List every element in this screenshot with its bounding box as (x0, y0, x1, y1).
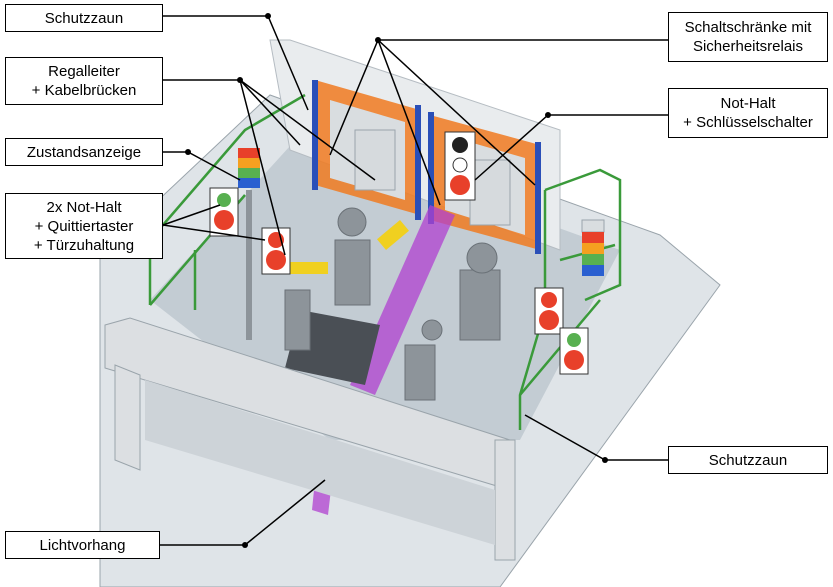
callout-text: 2x Not-Halt (46, 198, 122, 216)
callout-regalleiter: Regalleiter + Kabelbrücken (5, 57, 163, 105)
callout-text: Schutzzaun (708, 451, 788, 469)
callout-text: Not-Halt (720, 95, 776, 112)
control-cabinet (469, 159, 511, 226)
front-beam-left (114, 364, 141, 471)
estop-panel-right-a (534, 287, 564, 335)
callout-text: Schaltschränke mit (684, 19, 812, 36)
stack-light-left (238, 148, 260, 340)
control-cabinet (354, 129, 396, 191)
estop-panel-left-a (209, 187, 239, 237)
callout-not-halt-schluesselschalter: Not-Halt + Schlüsselschalter (668, 88, 828, 138)
leader-dots (185, 13, 608, 548)
robot (284, 207, 501, 401)
callout-text: Lichtvorhang (39, 536, 126, 554)
callout-text: + Schlüsselschalter (683, 114, 813, 131)
estop-key-switch-panel (444, 131, 476, 201)
callout-zustandsanzeige: Zustandsanzeige (5, 138, 163, 166)
yellow-safety-bar (290, 262, 328, 274)
callout-schaltschraenke: Schaltschränke mit Sicherheitsrelais (668, 12, 828, 62)
lower-floor (145, 380, 495, 545)
callout-text: Regalleiter (48, 63, 120, 80)
callout-text: + Kabelbrücken (31, 82, 137, 99)
callout-not-halt-quittiertaster: 2x Not-Halt + Quittiertaster + Türzuhalt… (5, 193, 163, 259)
callout-schutzzaun-top: Schutzzaun (5, 4, 163, 32)
callout-text: Schutzzaun (44, 9, 124, 27)
light-curtain-zone (350, 205, 455, 395)
estop-panel-left-b (261, 227, 291, 275)
callout-lichtvorhang: Lichtvorhang (5, 531, 160, 559)
callout-text: + Quittiertaster (34, 217, 134, 235)
estop-panel-right-b (559, 327, 589, 375)
callout-schutzzaun-right: Schutzzaun (668, 446, 828, 474)
stack-light-right (581, 219, 605, 276)
yellow-safety-bar (377, 219, 409, 251)
safety-fence (148, 93, 622, 430)
callout-text: Zustandsanzeige (26, 143, 142, 161)
callout-text: Sicherheitsrelais (692, 38, 804, 55)
callout-text: + Türzuhaltung (33, 236, 135, 254)
front-beam-right (494, 439, 516, 561)
